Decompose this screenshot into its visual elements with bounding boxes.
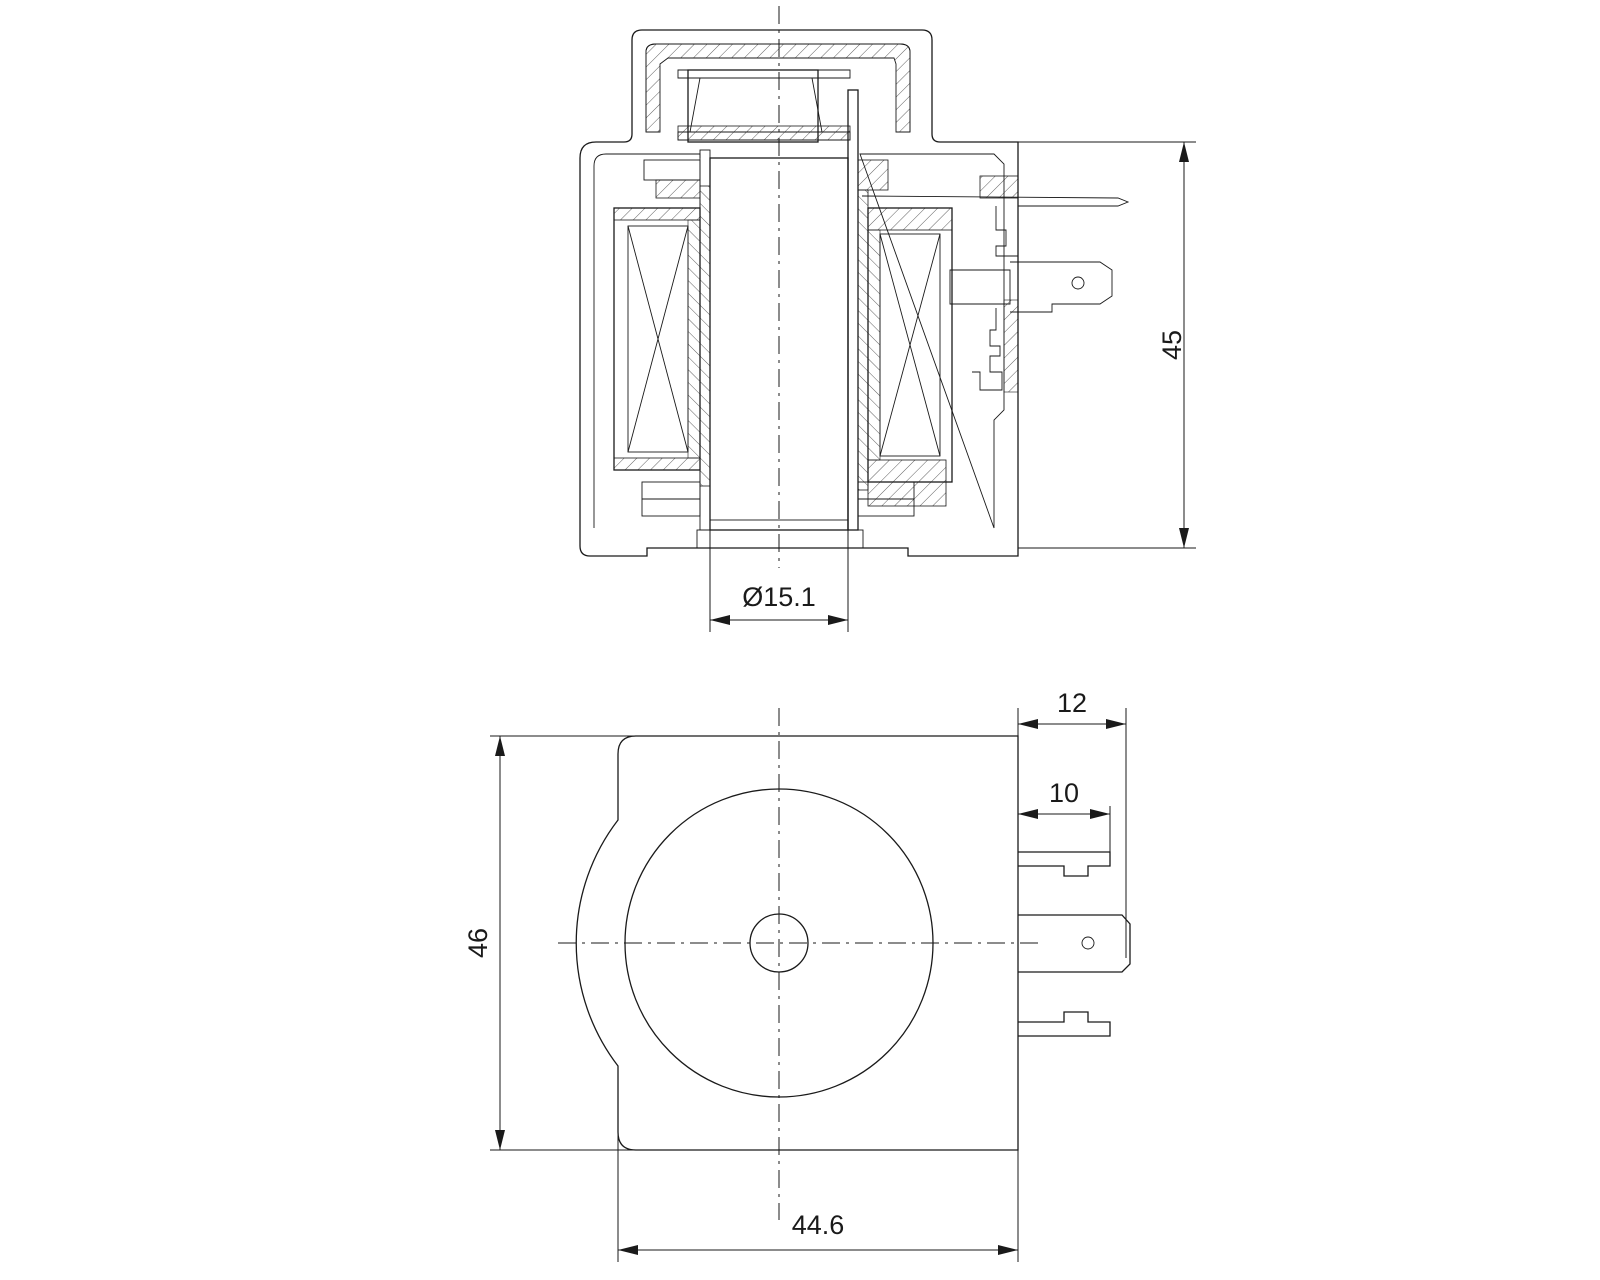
terminal-block [861, 175, 1130, 393]
dim-height-45-label: 45 [1157, 330, 1187, 360]
plan-view: 12 10 46 44.6 [463, 688, 1131, 1262]
cap-hatch [645, 43, 911, 133]
plan-terminals [1018, 851, 1131, 1037]
dim-terminal-10-label: 10 [1049, 778, 1079, 808]
dim-height-45: 45 [1018, 141, 1196, 549]
plan-body-outline [575, 735, 1019, 1151]
dim-height-46-label: 46 [463, 928, 493, 958]
housing-inner [593, 153, 1005, 529]
dim-bore-diameter-label: Ø15.1 [742, 582, 816, 612]
dim-height-46: 46 [463, 735, 1018, 1151]
section-view: 45 Ø15.1 [579, 6, 1196, 632]
left-coil [613, 207, 701, 471]
right-coil [867, 207, 953, 507]
dim-terminal-12: 12 [1017, 688, 1127, 958]
dim-terminal-10: 10 [1018, 778, 1111, 852]
housing-outline [579, 29, 1019, 557]
dim-width-44-6: 44.6 [617, 1132, 1019, 1262]
dim-terminal-12-label: 12 [1057, 688, 1087, 718]
dim-width-44-6-label: 44.6 [792, 1210, 845, 1240]
dim-bore-diameter: Ø15.1 [709, 530, 849, 632]
